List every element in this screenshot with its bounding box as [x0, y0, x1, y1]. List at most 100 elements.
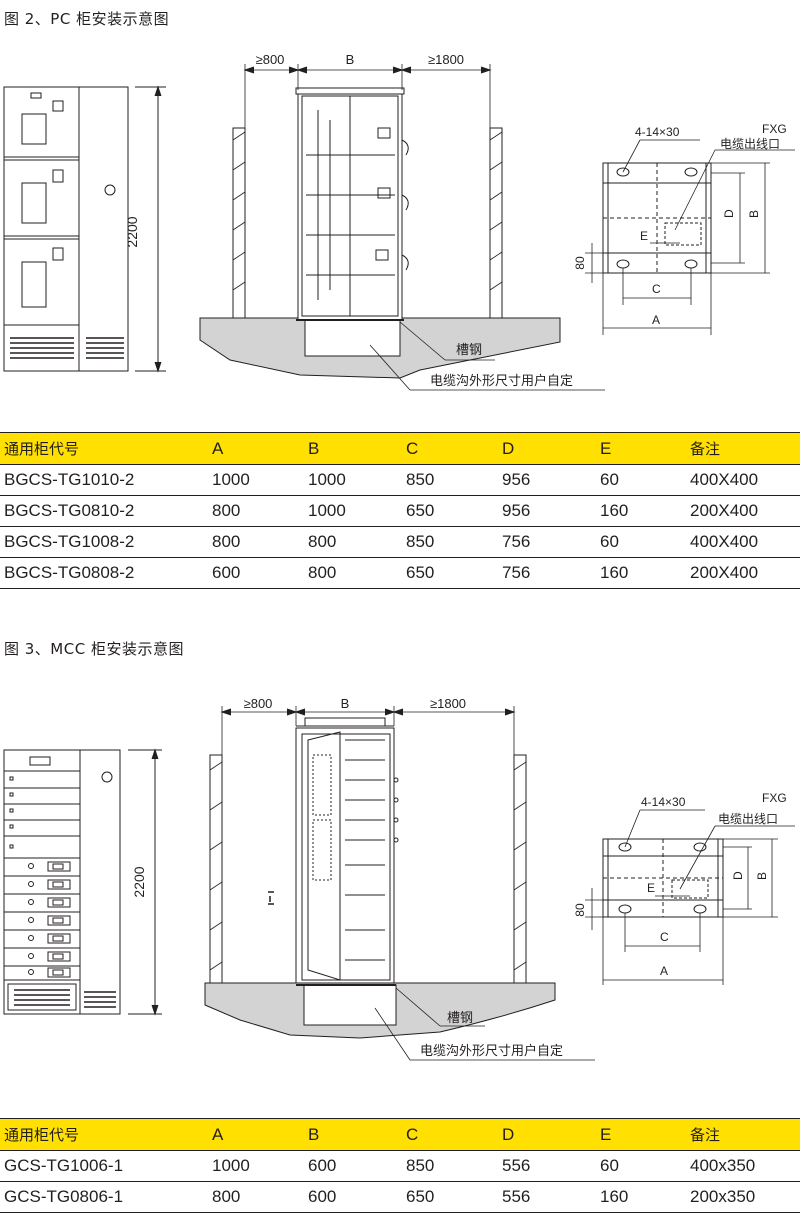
- pc-cabinet-front: [3, 85, 166, 373]
- fig3-dim-e: E: [647, 881, 655, 895]
- fig2-front-clearance: ≥800: [256, 52, 285, 67]
- fig3-rear-clearance: ≥1800: [430, 696, 466, 711]
- table-cell: 956: [498, 495, 596, 527]
- fig2-dim-b: B: [747, 210, 761, 218]
- fig2-cable-outlet-label: 电缆出线口: [720, 137, 780, 151]
- fig3-dim-80: 80: [573, 903, 587, 917]
- figure-2-title: 图 2、PC 柜安装示意图: [4, 10, 170, 28]
- table-cell: 650: [402, 1181, 498, 1213]
- figure-3-title: 图 3、MCC 柜安装示意图: [4, 640, 184, 658]
- table-cell: 850: [402, 464, 498, 496]
- fig3-dim-c: C: [660, 930, 669, 944]
- fig2-dim-80: 80: [573, 256, 587, 270]
- table-cell: 650: [402, 495, 498, 527]
- table-header-cell: 备注: [686, 432, 800, 465]
- table-cell: 160: [596, 495, 686, 527]
- table-cell: BGCS-TG1010-2: [0, 464, 208, 496]
- figure-3-drawing: 2200 ≥800 B ≥1800 槽钢 电缆沟外形尺寸用户自定 4-14×30…: [3, 696, 795, 1061]
- table-cell: 850: [402, 1150, 498, 1182]
- fig3-dim-b: B: [755, 872, 769, 880]
- fig2-fxg-label: FXG: [762, 122, 787, 136]
- table-cell: 800: [208, 1181, 304, 1213]
- table-header-cell: C: [402, 1118, 498, 1151]
- pc-cabinet-side-section: [199, 64, 605, 391]
- table-cell: 650: [402, 557, 498, 589]
- fig3-width-label: B: [341, 696, 350, 711]
- fig2-dim-e: E: [640, 229, 648, 243]
- table-cell: 160: [596, 1181, 686, 1213]
- table-cell: 600: [304, 1181, 402, 1213]
- table-cell: 956: [498, 464, 596, 496]
- fig2-width-label: B: [346, 52, 355, 67]
- fig2-dim-d: D: [722, 209, 736, 218]
- table-header-cell: D: [498, 432, 596, 465]
- mcc-base-plan: [585, 809, 795, 985]
- pc-base-plan: [585, 139, 795, 335]
- fig3-trench-note: 电缆沟外形尺寸用户自定: [420, 1043, 563, 1059]
- table-cell: 1000: [208, 1150, 304, 1182]
- table-cell: 200x350: [686, 1181, 800, 1213]
- table-cell: 160: [596, 557, 686, 589]
- fig3-holes-label: 4-14×30: [641, 795, 686, 809]
- fig2-holes-label: 4-14×30: [635, 125, 680, 139]
- table-cell: 60: [596, 1150, 686, 1182]
- table-header-cell: 通用柜代号: [0, 1118, 208, 1151]
- fig2-height-label: 2200: [124, 216, 140, 247]
- table-cell: BGCS-TG0810-2: [0, 495, 208, 527]
- table-cell: 400X400: [686, 464, 800, 496]
- table-header-cell: B: [304, 1118, 402, 1151]
- table-header-cell: D: [498, 1118, 596, 1151]
- table-cell: 756: [498, 526, 596, 558]
- fig3-channel-steel-label: 槽钢: [447, 1011, 473, 1026]
- table-cell: GCS-TG1006-1: [0, 1150, 208, 1182]
- table-cell: 1000: [304, 495, 402, 527]
- fig3-height-label: 2200: [131, 866, 147, 897]
- table-cell: 60: [596, 464, 686, 496]
- table-cell: GCS-TG0806-1: [0, 1181, 208, 1213]
- fig3-dim-d: D: [731, 871, 745, 880]
- mcc-cabinet-front: [3, 748, 162, 1016]
- fig2-dim-a: A: [652, 313, 660, 327]
- table-header-cell: 通用柜代号: [0, 432, 208, 465]
- table-header-cell: 备注: [686, 1118, 800, 1151]
- fig2-rear-clearance: ≥1800: [428, 52, 464, 67]
- fig2-trench-note: 电缆沟外形尺寸用户自定: [430, 373, 573, 389]
- table-2-header-row: 通用柜代号 A B C D E 备注: [0, 432, 800, 465]
- table-cell: 600: [304, 1150, 402, 1182]
- table-cell: 400x350: [686, 1150, 800, 1182]
- table-3-header-row: 通用柜代号 A B C D E 备注: [0, 1118, 800, 1151]
- table-header-cell: E: [596, 1118, 686, 1151]
- table-cell: 800: [304, 526, 402, 558]
- table-header-cell: A: [208, 432, 304, 465]
- table-cell: 60: [596, 526, 686, 558]
- fig2-dim-c: C: [652, 282, 661, 296]
- table-cell: 400X400: [686, 526, 800, 558]
- table-cell: 556: [498, 1181, 596, 1213]
- table-header-cell: C: [402, 432, 498, 465]
- mcc-cabinet-side-section: [204, 706, 595, 1061]
- table-cell: 200X400: [686, 557, 800, 589]
- table-cell: 800: [208, 526, 304, 558]
- figure-2-drawing: 2200 ≥800 B ≥1800 槽钢 电缆沟外形尺寸用户自定 4-14×30…: [3, 52, 795, 391]
- table-cell: 756: [498, 557, 596, 589]
- table-cell: BGCS-TG0808-2: [0, 557, 208, 589]
- table-cell: BGCS-TG1008-2: [0, 526, 208, 558]
- table-cell: 556: [498, 1150, 596, 1182]
- fig2-channel-steel-label: 槽钢: [456, 343, 482, 358]
- fig3-fxg-label: FXG: [762, 791, 787, 805]
- table-header-cell: B: [304, 432, 402, 465]
- fig3-dim-a: A: [660, 964, 668, 978]
- table-cell: 850: [402, 526, 498, 558]
- table-cell: 600: [208, 557, 304, 589]
- table-cell: 1000: [304, 464, 402, 496]
- table-cell: 200X400: [686, 495, 800, 527]
- table-header-cell: E: [596, 432, 686, 465]
